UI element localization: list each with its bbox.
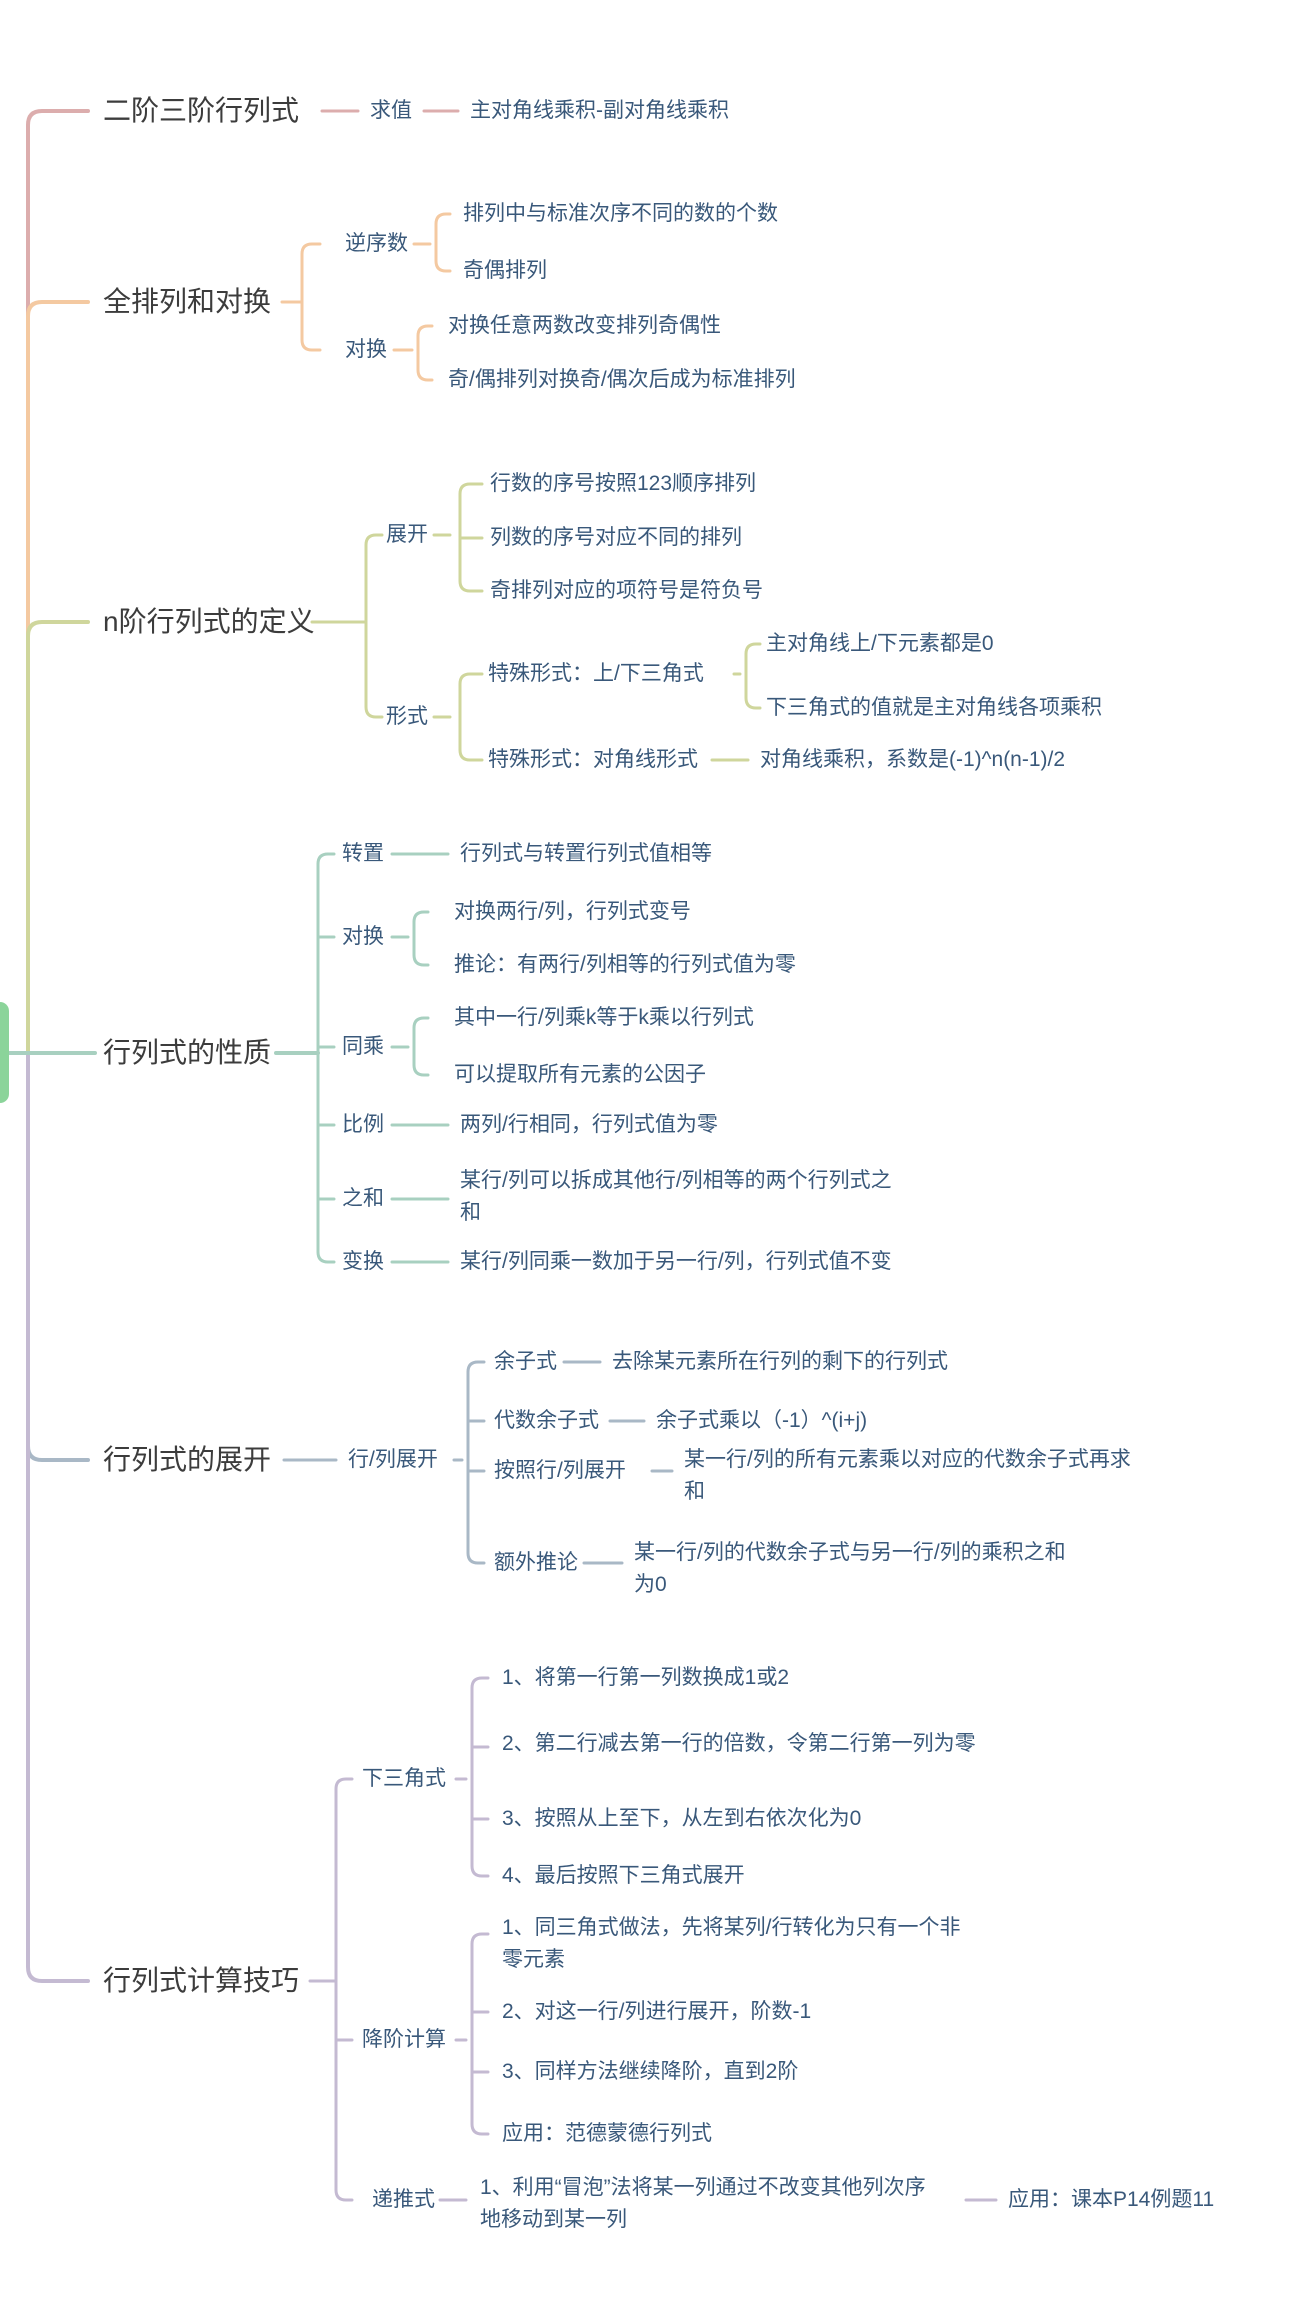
b5-leaf-cofactor-def[interactable]: 余子式乘以（-1）^(i+j) <box>656 1409 868 1432</box>
trunk-branch5 <box>26 1051 90 1462</box>
b6-leaf-reduce2[interactable]: 2、对这一行/列进行展开，阶数-1 <box>502 2000 812 2023</box>
b2-nixushu-bracket <box>412 212 452 273</box>
b3-sub-xingshi[interactable]: 形式 <box>386 705 428 728</box>
b4-parent-bracket <box>316 852 336 1264</box>
b6-parent-bracket <box>308 1777 354 2202</box>
b3-sub-zhankai[interactable]: 展开 <box>386 523 428 546</box>
b5-sub-expand-rule[interactable]: 按照行/列展开 <box>494 1459 626 1482</box>
b4-leaf-proportional-zero[interactable]: 两列/行相同，行列式值为零 <box>460 1113 718 1136</box>
b6-leaf-step3[interactable]: 3、按照从上至下，从左到右依次化为0 <box>502 1807 862 1830</box>
b6-leaf-step4[interactable]: 4、最后按照下三角式展开 <box>502 1864 745 1887</box>
b4-leaf-swap-sign[interactable]: 对换两行/列，行列式变号 <box>454 900 691 923</box>
main-topic-6[interactable]: 行列式计算技巧 <box>103 1965 300 1996</box>
b5-sub-cofactor[interactable]: 代数余子式 <box>494 1409 599 1432</box>
b4-leaf-transpose[interactable]: 行列式与转置行列式值相等 <box>460 842 712 865</box>
b3-sub-diagonal-form[interactable]: 特殊形式：对角线形式 <box>488 748 698 771</box>
b4-sub-bili[interactable]: 比例 <box>342 1113 384 1136</box>
b2-leaf-swap-standard[interactable]: 奇/偶排列对换奇/偶次后成为标准排列 <box>448 368 796 391</box>
b6-leaf-bubble[interactable]: 1、利用“冒泡”法将某一列通过不改变其他列次序地移动到某一列 <box>480 2176 926 2231</box>
b2-leaf-swap-parity[interactable]: 对换任意两数改变排列奇偶性 <box>448 314 721 337</box>
b4-sub-duihuan[interactable]: 对换 <box>342 925 384 948</box>
b4-duihuan-bracket <box>390 910 430 967</box>
b6-leaf-reduce3[interactable]: 3、同样方法继续降阶，直到2阶 <box>502 2060 799 2083</box>
trunk-branch2 <box>26 300 90 1055</box>
b2-leaf-parity[interactable]: 奇偶排列 <box>463 259 547 282</box>
root-node[interactable] <box>0 1002 9 1103</box>
main-topic-1[interactable]: 二阶三阶行列式 <box>103 95 300 126</box>
b6-leaf-step2[interactable]: 2、第二行减去第一行的倍数，令第二行第一列为零 <box>502 1732 976 1755</box>
b4-leaf-split-sum[interactable]: 某行/列可以拆成其他行/列相等的两个行列式之和 <box>460 1169 892 1224</box>
b2-sub-nixushu[interactable]: 逆序数 <box>345 232 408 255</box>
b6-sub-xiasanjiao[interactable]: 下三角式 <box>362 1767 446 1790</box>
b3-leaf-triangle-zero[interactable]: 主对角线上/下元素都是0 <box>766 632 994 655</box>
trunk-branch1 <box>26 109 90 1055</box>
b4-leaf-equal-zero[interactable]: 推论：有两行/列相等的行列式值为零 <box>454 953 796 976</box>
b5-leaf-minor-def[interactable]: 去除某元素所在行列的剩下的行列式 <box>612 1350 948 1373</box>
b5-leaf-extra-rule[interactable]: 某一行/列的代数余子式与另一行/列的乘积之和为0 <box>634 1541 1066 1596</box>
b4-leaf-row-add[interactable]: 某行/列同乘一数加于另一行/列，行列式值不变 <box>460 1250 892 1273</box>
b4-leaf-common-factor[interactable]: 可以提取所有元素的公因子 <box>454 1063 706 1086</box>
b3-sub-triangle-form[interactable]: 特殊形式：上/下三角式 <box>488 662 704 685</box>
b4-sub-zhihe[interactable]: 之和 <box>342 1187 384 1210</box>
main-topic-2[interactable]: 全排列和对换 <box>103 286 272 317</box>
b5-sub-yuzishi[interactable]: 余子式 <box>494 1350 557 1373</box>
trunk-branch3 <box>26 620 90 1055</box>
b3-parent-bracket <box>310 533 384 719</box>
b3-zhankai-bracket <box>432 482 484 593</box>
b3-leaf-diagonal-value[interactable]: 对角线乘积，系数是(-1)^n(n-1)/2 <box>760 748 1066 771</box>
main-topic-4[interactable]: 行列式的性质 <box>103 1037 272 1068</box>
b6-leaf-reduce1[interactable]: 1、同三角式做法，先将某列/行转化为只有一个非零元素 <box>502 1916 961 1971</box>
b4-sub-bianhuan[interactable]: 变换 <box>342 1250 384 1273</box>
main-topic-5[interactable]: 行列式的展开 <box>103 1444 272 1475</box>
b5-sub-extra[interactable]: 额外推论 <box>494 1551 578 1574</box>
b1-leaf-diagonal-rule[interactable]: 主对角线乘积-副对角线乘积 <box>470 99 729 122</box>
b3-xingshi-bracket <box>432 672 484 762</box>
b3-leaf-odd-sign[interactable]: 奇排列对应的项符号是符负号 <box>490 579 763 602</box>
b6-leaf-step1[interactable]: 1、将第一行第一列数换成1或2 <box>502 1666 790 1689</box>
b2-sub-duihuan[interactable]: 对换 <box>345 338 387 361</box>
b3-leaf-col-order[interactable]: 列数的序号对应不同的排列 <box>490 526 742 549</box>
b2-leaf-inversion-def[interactable]: 排列中与标准次序不同的数的个数 <box>463 202 778 225</box>
b2-parent-bracket <box>280 242 322 352</box>
b3-leaf-row-order[interactable]: 行数的序号按照123顺序排列 <box>490 472 757 495</box>
b1-sub-qiuzhi[interactable]: 求值 <box>370 99 412 122</box>
b6-sub-jiangjie[interactable]: 降阶计算 <box>362 2028 446 2051</box>
b6-jiangjie-bracket <box>454 1932 490 2136</box>
b6-xiasanjiao-bracket <box>454 1676 490 1878</box>
b6-leaf-vandermonde[interactable]: 应用：范德蒙德行列式 <box>502 2122 712 2145</box>
b5-expand-bracket <box>452 1360 486 1565</box>
b3-triangle-bracket <box>732 642 762 710</box>
b4-sub-tongcheng[interactable]: 同乘 <box>342 1035 384 1058</box>
b4-tongcheng-bracket <box>390 1016 430 1077</box>
trunk-branch6 <box>26 1051 90 1983</box>
b4-leaf-multiply-k[interactable]: 其中一行/列乘k等于k乘以行列式 <box>454 1006 754 1029</box>
b4-sub-zhuanzhi[interactable]: 转置 <box>342 842 384 865</box>
b6-sub-dituishi[interactable]: 递推式 <box>372 2188 435 2211</box>
b6-leaf-textbook-example[interactable]: 应用：课本P14例题11 <box>1008 2188 1215 2211</box>
main-topic-3[interactable]: n阶行列式的定义 <box>103 606 315 637</box>
b3-leaf-triangle-value[interactable]: 下三角式的值就是主对角线各项乘积 <box>766 696 1102 719</box>
b2-duihuan-bracket <box>392 324 434 382</box>
b5-leaf-expand-rule[interactable]: 某一行/列的所有元素乘以对应的代数余子式再求和 <box>684 1448 1131 1503</box>
b5-sub-expand[interactable]: 行/列展开 <box>348 1448 438 1471</box>
